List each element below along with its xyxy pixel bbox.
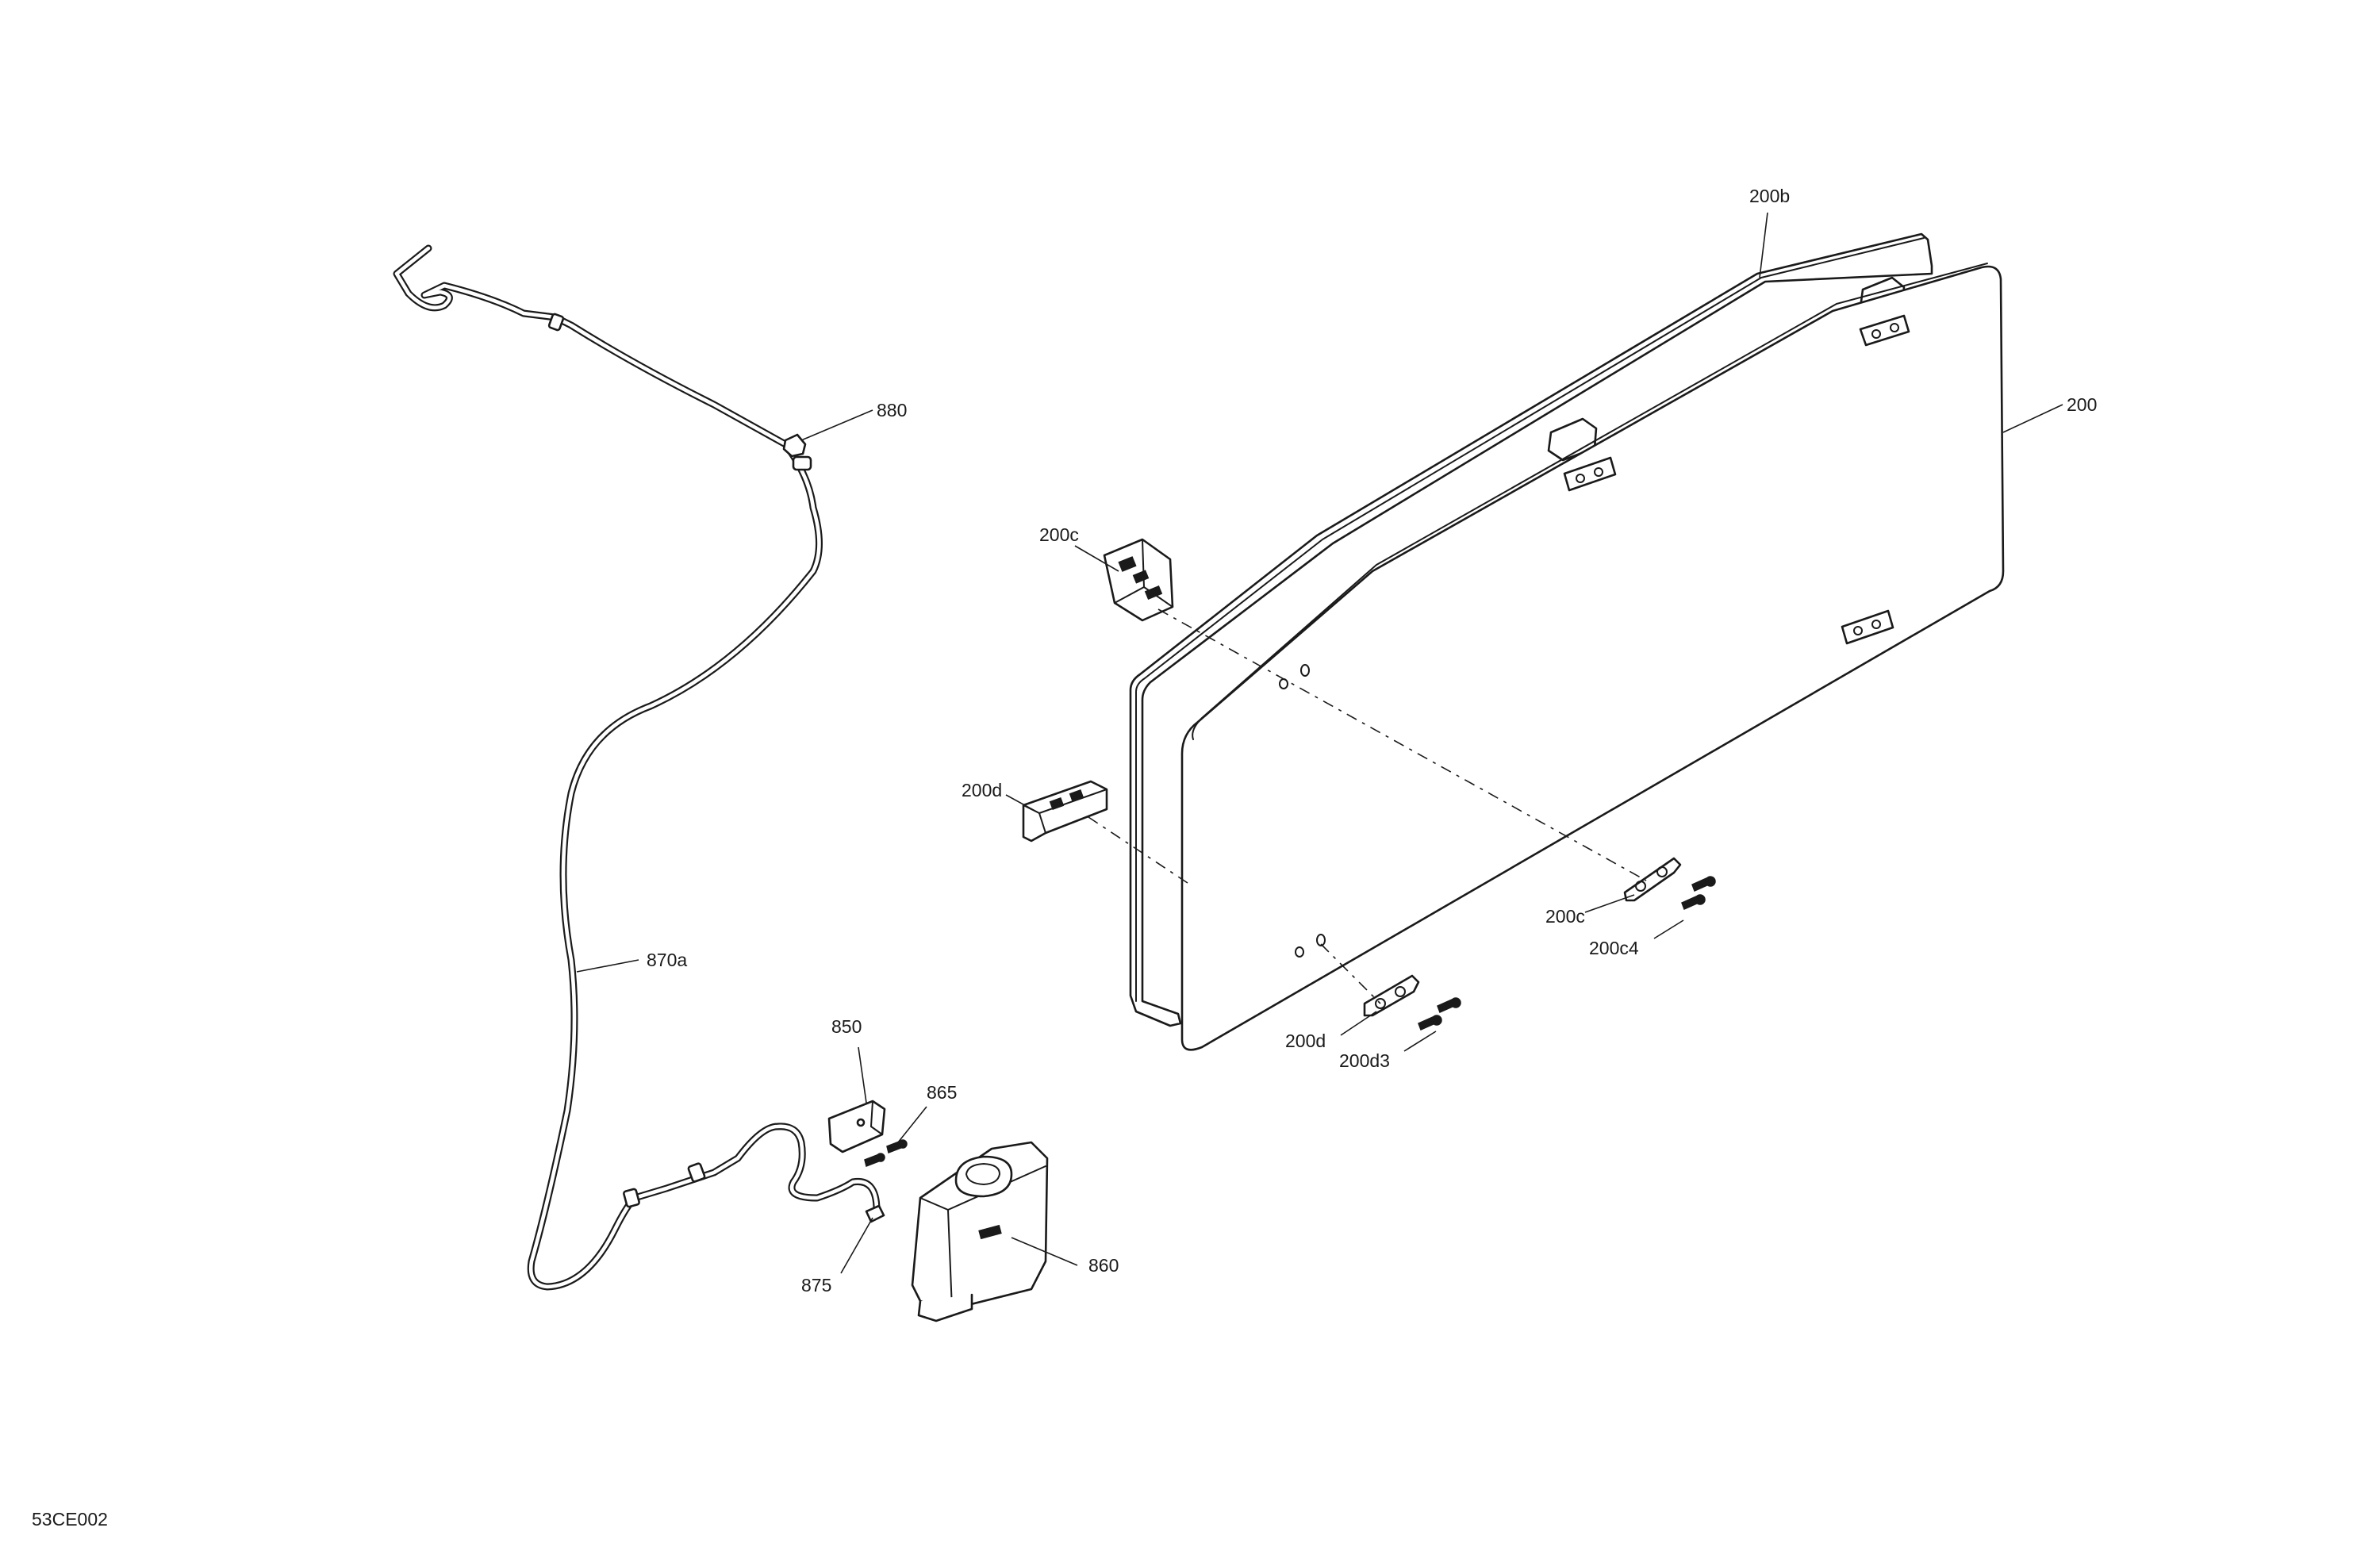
callout-200c4: 200c4	[1589, 938, 1639, 958]
callout-870a: 870a	[647, 950, 687, 970]
hose-fitting-875	[865, 1204, 885, 1223]
callout-850: 850	[831, 1016, 862, 1037]
hose-clip-880	[782, 433, 807, 458]
screw-865	[864, 1139, 908, 1168]
callout-865: 865	[927, 1082, 957, 1103]
callout-200d-left: 200d	[962, 780, 1002, 800]
callout-200c-bottom: 200c	[1545, 906, 1585, 927]
callout-875: 875	[801, 1275, 831, 1295]
callout-880: 880	[877, 400, 907, 420]
latch-200c	[1103, 538, 1174, 622]
reservoir-bracket	[827, 1100, 886, 1153]
callout-200c-top: 200c	[1039, 524, 1079, 545]
callout-860: 860	[1088, 1255, 1119, 1276]
washer-reservoir	[911, 1141, 1049, 1322]
assembly-centerlines	[1088, 608, 1647, 1004]
callout-200b: 200b	[1749, 186, 1790, 206]
callout-200: 200	[2067, 394, 2097, 415]
screw-200d3	[1418, 997, 1461, 1031]
window-frame	[1129, 232, 1933, 1027]
callout-200d-bottom: 200d	[1285, 1031, 1326, 1051]
figure-id: 53CE002	[32, 1509, 108, 1530]
plate-200d	[1363, 974, 1420, 1017]
washer-hose	[393, 244, 881, 1291]
window-panel	[1180, 263, 2005, 1051]
plate-200c	[1623, 857, 1682, 902]
callout-200d3: 200d3	[1339, 1050, 1390, 1071]
screw-200c4	[1681, 876, 1716, 911]
leader-lines	[576, 212, 2063, 1274]
